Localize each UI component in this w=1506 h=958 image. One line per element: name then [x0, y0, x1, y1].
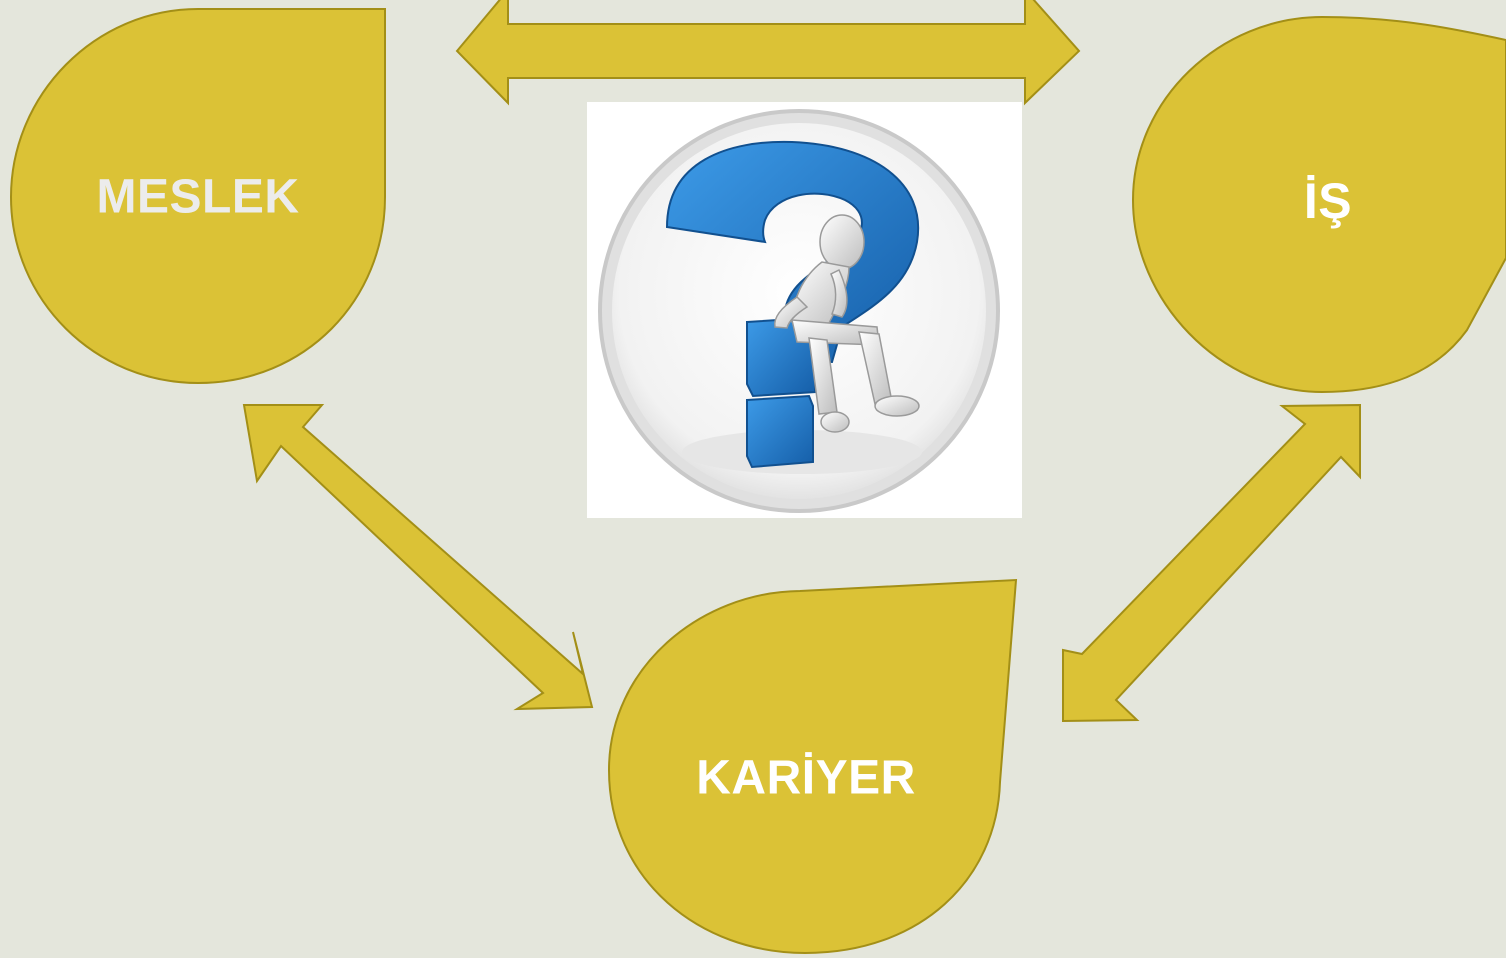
- meslek-shape: [9, 8, 386, 385]
- arrow-meslek-kariyer: [242, 404, 594, 711]
- question-mark-illustration: [598, 109, 1000, 513]
- kariyer-label: KARİYER: [696, 751, 916, 805]
- is-label: İŞ: [1303, 173, 1353, 229]
- arrow-is-kariyer: [1062, 403, 1361, 723]
- question-mark-dot: [746, 394, 814, 469]
- arrow-meslek-is: [455, 0, 1081, 106]
- thinking-person: [774, 214, 920, 433]
- is-shape: [1131, 15, 1506, 394]
- meslek-label: MESLEK: [96, 170, 300, 224]
- kariyer-shape: [607, 578, 1018, 955]
- question-mark-person-icon: [587, 102, 1022, 518]
